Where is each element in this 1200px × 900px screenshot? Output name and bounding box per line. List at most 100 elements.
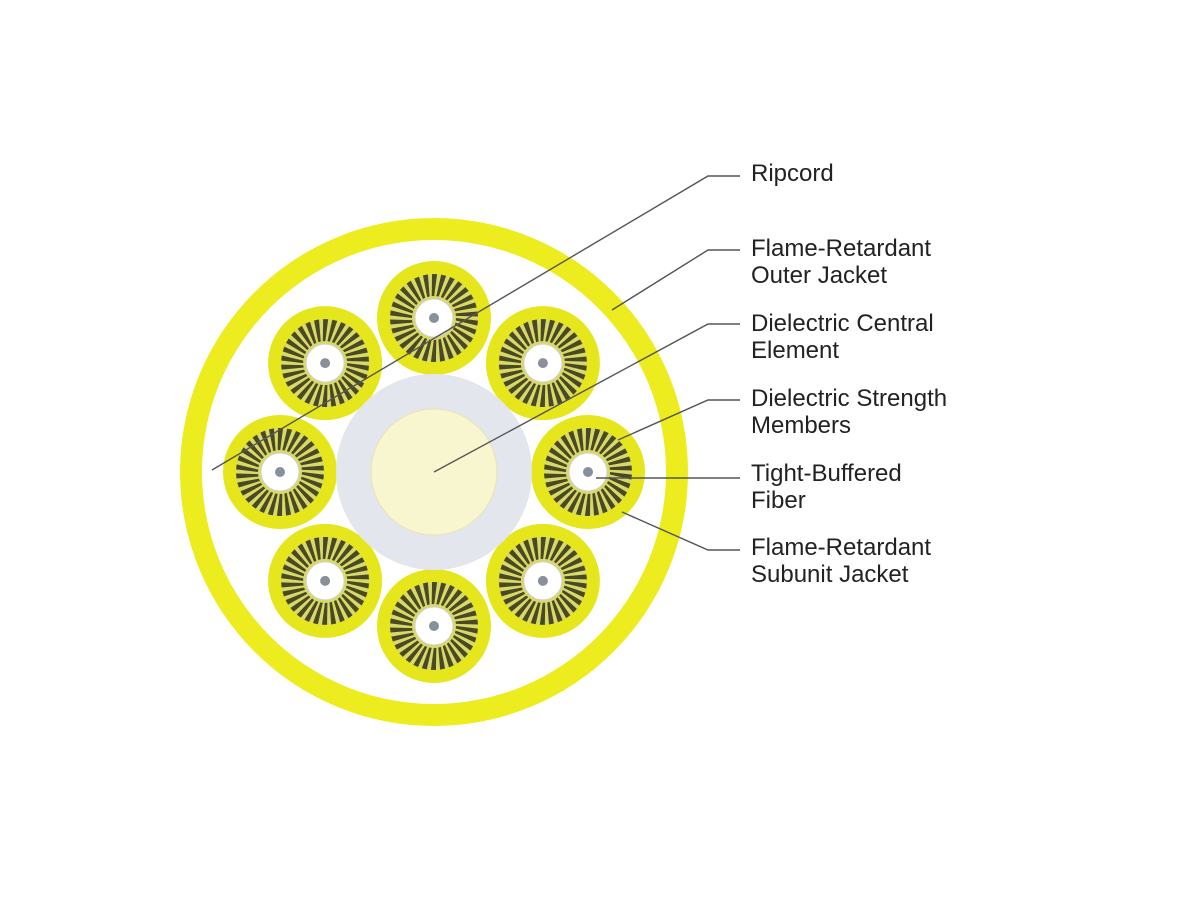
strength-member-strand [563,585,586,598]
strength-member-strand [604,484,622,504]
strength-member-strand [545,319,556,342]
subunit [485,306,600,421]
label-outer-jacket-line-2: Outer Jacket [751,262,887,289]
optical-fiber [429,313,439,323]
strength-member-strand [342,339,365,353]
strength-member-strand [337,379,353,401]
strength-member-strand [454,302,477,312]
strength-member-strand [503,373,526,387]
strength-member-strand [284,492,292,516]
leader-line-subunit-jacket [621,511,740,551]
optical-fiber [537,575,548,586]
strength-member-strand [296,598,315,618]
strength-members [390,274,478,362]
strength-member-strand [530,602,541,625]
strength-member-strand [555,379,571,401]
strength-member-strand [327,319,338,342]
strength-member-strand [606,480,628,497]
strength-member-strand [500,564,523,577]
strength-member-strand [452,634,474,651]
strength-member-strand [563,367,586,380]
optical-fiber [537,358,548,369]
cable-cross-section [180,218,688,726]
strength-member-strand [237,478,260,488]
subunit [377,261,491,375]
strength-member-strand [438,338,446,362]
strength-member-strand [549,322,564,344]
subunit [223,415,337,529]
strength-member-strand [503,338,524,355]
strength-member-strand [406,280,422,302]
strength-member-strand [422,274,430,298]
strength-member-strand [508,549,527,568]
strength-member-strand [564,580,587,589]
strength-member-strand [430,647,437,670]
strength-member-strand [608,456,631,466]
strength-member-strand [346,574,370,580]
strength-member-strand [551,382,563,405]
strength-member-strand [559,376,577,395]
label-strength-members: Dielectric Strength Members [751,385,954,439]
strength-member-strand [514,598,532,618]
strength-member-strand [336,326,354,346]
strength-member-strand [331,539,346,561]
strength-member-strand [390,618,413,626]
strength-member-strand [592,492,600,516]
strength-member-strand [342,557,365,571]
label-strength-members-line-2: Members [751,412,851,439]
strength-member-strand [547,601,554,625]
strength-member-strand [394,328,417,342]
label-central-element: Dielectric Central Element [751,310,940,364]
strength-member-strand [405,335,423,355]
strength-member-strand [545,455,568,468]
strength-member-strand [286,556,307,572]
strength-member-strand [596,491,608,514]
strength-member-strand [553,326,572,346]
strength-member-strand [414,276,426,299]
strength-member-strand [260,430,272,453]
strength-member-strand [329,384,337,407]
strength-member-strand [584,493,591,516]
strength-member-strand [282,346,305,359]
strength-member-strand [297,543,313,565]
strength-member-strand [608,476,631,489]
strength-member-strand [282,428,293,451]
strength-member-strand [576,428,584,452]
strength-member-strand [523,321,535,345]
strength-member-strand [336,544,354,564]
strength-member-strand [540,536,546,560]
strength-member-strand [436,582,447,605]
strength-member-strand [277,428,284,451]
strength-member-strand [337,597,353,619]
strength-member-strand [545,537,556,560]
strength-member-strand [450,330,468,350]
subunit [485,523,600,638]
label-outer-jacket-line-1: Flame-Retardant [751,235,931,262]
strength-member-strand [399,332,420,349]
strength-member-strand [346,580,370,589]
strength-member-strand [559,489,577,509]
subunit [377,569,491,683]
strength-member-strand [500,587,523,597]
strength-member-strand [391,609,414,622]
strength-member-strand [575,493,586,516]
strength-member-strand [344,372,365,388]
strength-member-strand [346,356,370,362]
strength-member-strand [296,380,315,400]
strength-member-strand [451,294,474,308]
strength-member-strand [539,384,546,408]
strength-member-strand [452,326,474,343]
strength-member-strand [300,476,323,489]
strength-member-strand [559,593,577,613]
strength-member-strand [564,363,587,371]
strength-member-strand [345,565,368,575]
label-subunit-jacket-line-1: Flame-Retardant [751,534,931,561]
strength-member-strand [498,355,522,364]
callouts: Ripcord Flame-Retardant Outer Jacket Die… [211,160,954,588]
strength-member-strand [560,557,583,571]
strength-member-strand [246,440,264,460]
strength-member-strand [252,434,268,456]
strength-member-strand [339,550,360,567]
optical-fiber [429,621,439,631]
strength-member-strand [296,484,314,504]
